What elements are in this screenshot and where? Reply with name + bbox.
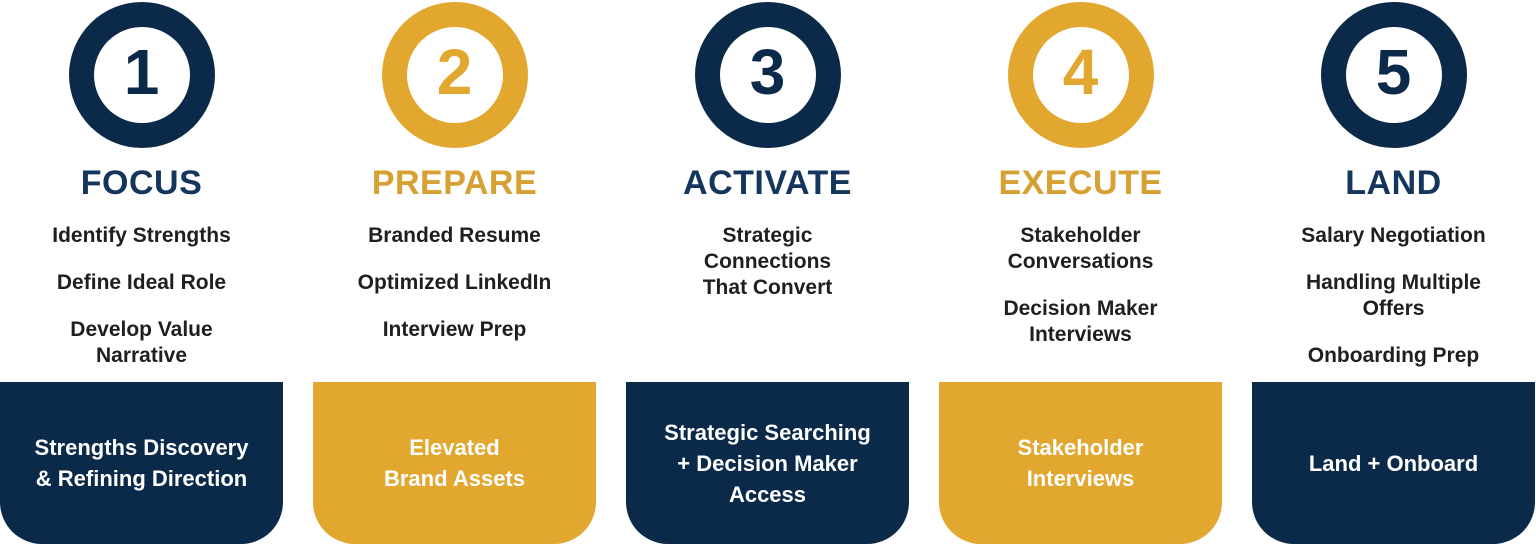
step-title: LAND [1345, 164, 1442, 202]
step-title: FOCUS [80, 164, 203, 202]
step-card-1: 1 FOCUS Identify Strengths Define Ideal … [0, 0, 283, 546]
step-item: Onboarding Prep [1307, 344, 1480, 367]
step-item: Salary Negotiation [1301, 224, 1486, 247]
step-item-list: Salary Negotiation Handling Multiple Off… [1252, 223, 1535, 382]
step-card-2: 2 PREPARE Branded Resume Optimized Linke… [313, 0, 596, 546]
step-footer: Elevated Brand Assets [313, 382, 596, 544]
step-item: Decision Maker Interviews [1003, 297, 1158, 346]
step-number-badge: 1 [68, 2, 215, 148]
step-item: Stakeholder Conversations [1007, 224, 1154, 273]
step-card-3: 3 ACTIVATE Strategic Connections That Co… [626, 0, 909, 546]
step-number-badge: 5 [1320, 2, 1467, 148]
step-item: Identify Strengths [52, 224, 231, 247]
step-number-badge: 3 [694, 2, 841, 148]
badge-inner-circle: 3 [719, 27, 816, 123]
step-item-list: Identify Strengths Define Ideal Role Dev… [0, 223, 283, 382]
step-body: PREPARE Branded Resume Optimized LinkedI… [313, 75, 596, 544]
step-number-badge: 2 [381, 2, 528, 148]
step-footer: Land + Onboard [1252, 382, 1535, 544]
step-number: 1 [123, 36, 160, 108]
step-footer: Strategic Searching + Decision Maker Acc… [626, 382, 909, 544]
step-item: Develop Value Narrative [70, 318, 213, 367]
step-footer: Stakeholder Interviews [939, 382, 1222, 544]
step-title: PREPARE [371, 164, 538, 202]
step-item: Handling Multiple Offers [1306, 271, 1481, 320]
step-item: Optimized LinkedIn [357, 271, 552, 294]
step-body: ACTIVATE Strategic Connections That Conv… [626, 75, 909, 544]
badge-inner-circle: 1 [93, 27, 190, 123]
step-card-4: 4 EXECUTE Stakeholder Conversations Deci… [939, 0, 1222, 546]
step-item-list: Branded Resume Optimized LinkedIn Interv… [313, 223, 596, 382]
step-item-list: Strategic Connections That Convert [626, 223, 909, 382]
step-item: Define Ideal Role [56, 271, 227, 294]
step-title: EXECUTE [998, 164, 1163, 202]
step-card-5: 5 LAND Salary Negotiation Handling Multi… [1252, 0, 1535, 546]
step-number-badge: 4 [1007, 2, 1154, 148]
step-item: Interview Prep [382, 318, 527, 341]
badge-inner-circle: 4 [1032, 27, 1129, 123]
step-body: FOCUS Identify Strengths Define Ideal Ro… [0, 75, 283, 544]
step-item: Strategic Connections That Convert [702, 224, 833, 299]
step-item-list: Stakeholder Conversations Decision Maker… [939, 223, 1222, 382]
step-body: EXECUTE Stakeholder Conversations Decisi… [939, 75, 1222, 544]
step-number: 3 [749, 36, 786, 108]
step-title: ACTIVATE [683, 164, 852, 202]
badge-inner-circle: 2 [406, 27, 503, 123]
step-footer: Strengths Discovery & Refining Direction [0, 382, 283, 544]
step-number: 5 [1375, 36, 1412, 108]
step-body: LAND Salary Negotiation Handling Multipl… [1252, 75, 1535, 544]
step-number: 4 [1062, 36, 1099, 108]
badge-inner-circle: 5 [1345, 27, 1442, 123]
step-number: 2 [436, 36, 473, 108]
step-item: Branded Resume [368, 224, 541, 247]
